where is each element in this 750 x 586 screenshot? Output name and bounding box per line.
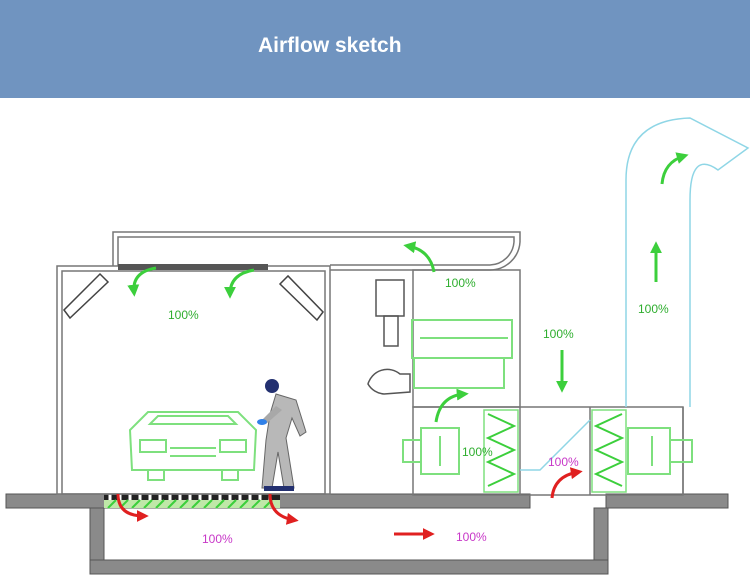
heat-exchanger	[411, 319, 513, 389]
exhaust-stack-duct	[520, 117, 750, 471]
burner-unit	[367, 279, 411, 395]
exhaust-fan-left	[402, 427, 460, 475]
exhaust-drop-percent: 100%	[543, 327, 574, 341]
red-arrow-pit-mid	[268, 493, 299, 525]
green-arrow-booth-right	[224, 268, 255, 299]
exhaust-fan-right	[627, 427, 693, 475]
floor-grating	[104, 494, 280, 509]
fan-plenum-percent: 100%	[548, 455, 579, 469]
stack-up-percent: 100%	[638, 302, 669, 316]
painter-figure	[257, 379, 307, 491]
page-title: Airflow sketch	[258, 34, 402, 57]
red-airflow-arrows	[116, 467, 583, 540]
pit-left-percent: 100%	[202, 532, 233, 546]
filter-pack-right	[591, 409, 627, 493]
green-arrow-booth-left	[127, 266, 157, 297]
green-arrow-stack-top	[660, 152, 689, 185]
filter-pack-left	[483, 409, 519, 493]
booth-cabin	[56, 231, 684, 496]
filter-module-percent: 100%	[462, 445, 493, 459]
red-arrow-riser	[550, 467, 583, 499]
red-arrow-pit-left	[116, 493, 149, 522]
green-arrow-filter	[434, 388, 469, 423]
title-banner: Airflow sketch	[0, 0, 750, 98]
roof-return-percent: 100%	[445, 276, 476, 290]
car-outline	[128, 411, 258, 481]
green-airflow-arrows	[127, 152, 689, 423]
green-arrow-roof-return	[403, 241, 436, 273]
booth-supply-percent: 100%	[168, 308, 199, 322]
pit-right-percent: 100%	[456, 530, 487, 544]
light-fixtures	[63, 272, 324, 322]
